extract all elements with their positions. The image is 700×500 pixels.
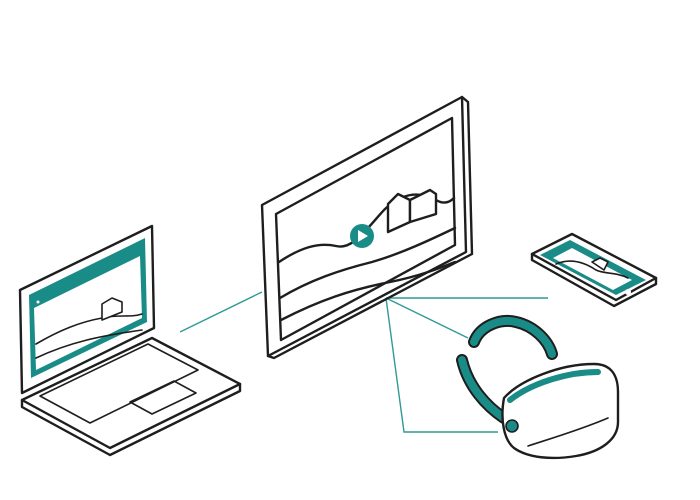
vr-headset-icon	[456, 315, 620, 460]
laptop-screen-content	[34, 256, 142, 370]
tablet-hill-back	[277, 193, 456, 264]
phone-hill	[555, 260, 629, 279]
phone-button	[625, 289, 631, 295]
phone-house-icon	[591, 257, 609, 271]
laptop-dot	[36, 300, 40, 304]
vr-band	[458, 356, 508, 422]
laptop-keyboard	[39, 343, 199, 424]
vr-dial-icon	[505, 419, 519, 433]
laptop-base-edge	[20, 382, 242, 457]
phone-screen-content	[553, 248, 632, 290]
connector-tablet-vr-top	[385, 297, 469, 339]
tablet-icon	[260, 95, 474, 360]
vr-strap	[470, 317, 556, 358]
phone-edge	[530, 252, 658, 308]
play-triangle	[358, 230, 368, 242]
tablet-house-side	[408, 188, 438, 224]
vr-visor-trim	[507, 369, 601, 403]
laptop-trackpad	[129, 380, 197, 415]
laptop-house-icon	[101, 297, 123, 321]
tablet-hill-front	[279, 260, 457, 322]
connector-tablet-vr-bottom	[385, 297, 498, 433]
smartphone-icon	[530, 232, 658, 308]
laptop-icon	[18, 224, 242, 457]
laptop-hill-front	[35, 329, 143, 359]
vr-visor-seam	[527, 417, 609, 447]
tablet-hill-mid	[278, 226, 457, 300]
connector-laptop-tablet	[179, 291, 263, 333]
tablet-frame-depth	[266, 95, 474, 360]
connector-lines	[179, 291, 548, 433]
